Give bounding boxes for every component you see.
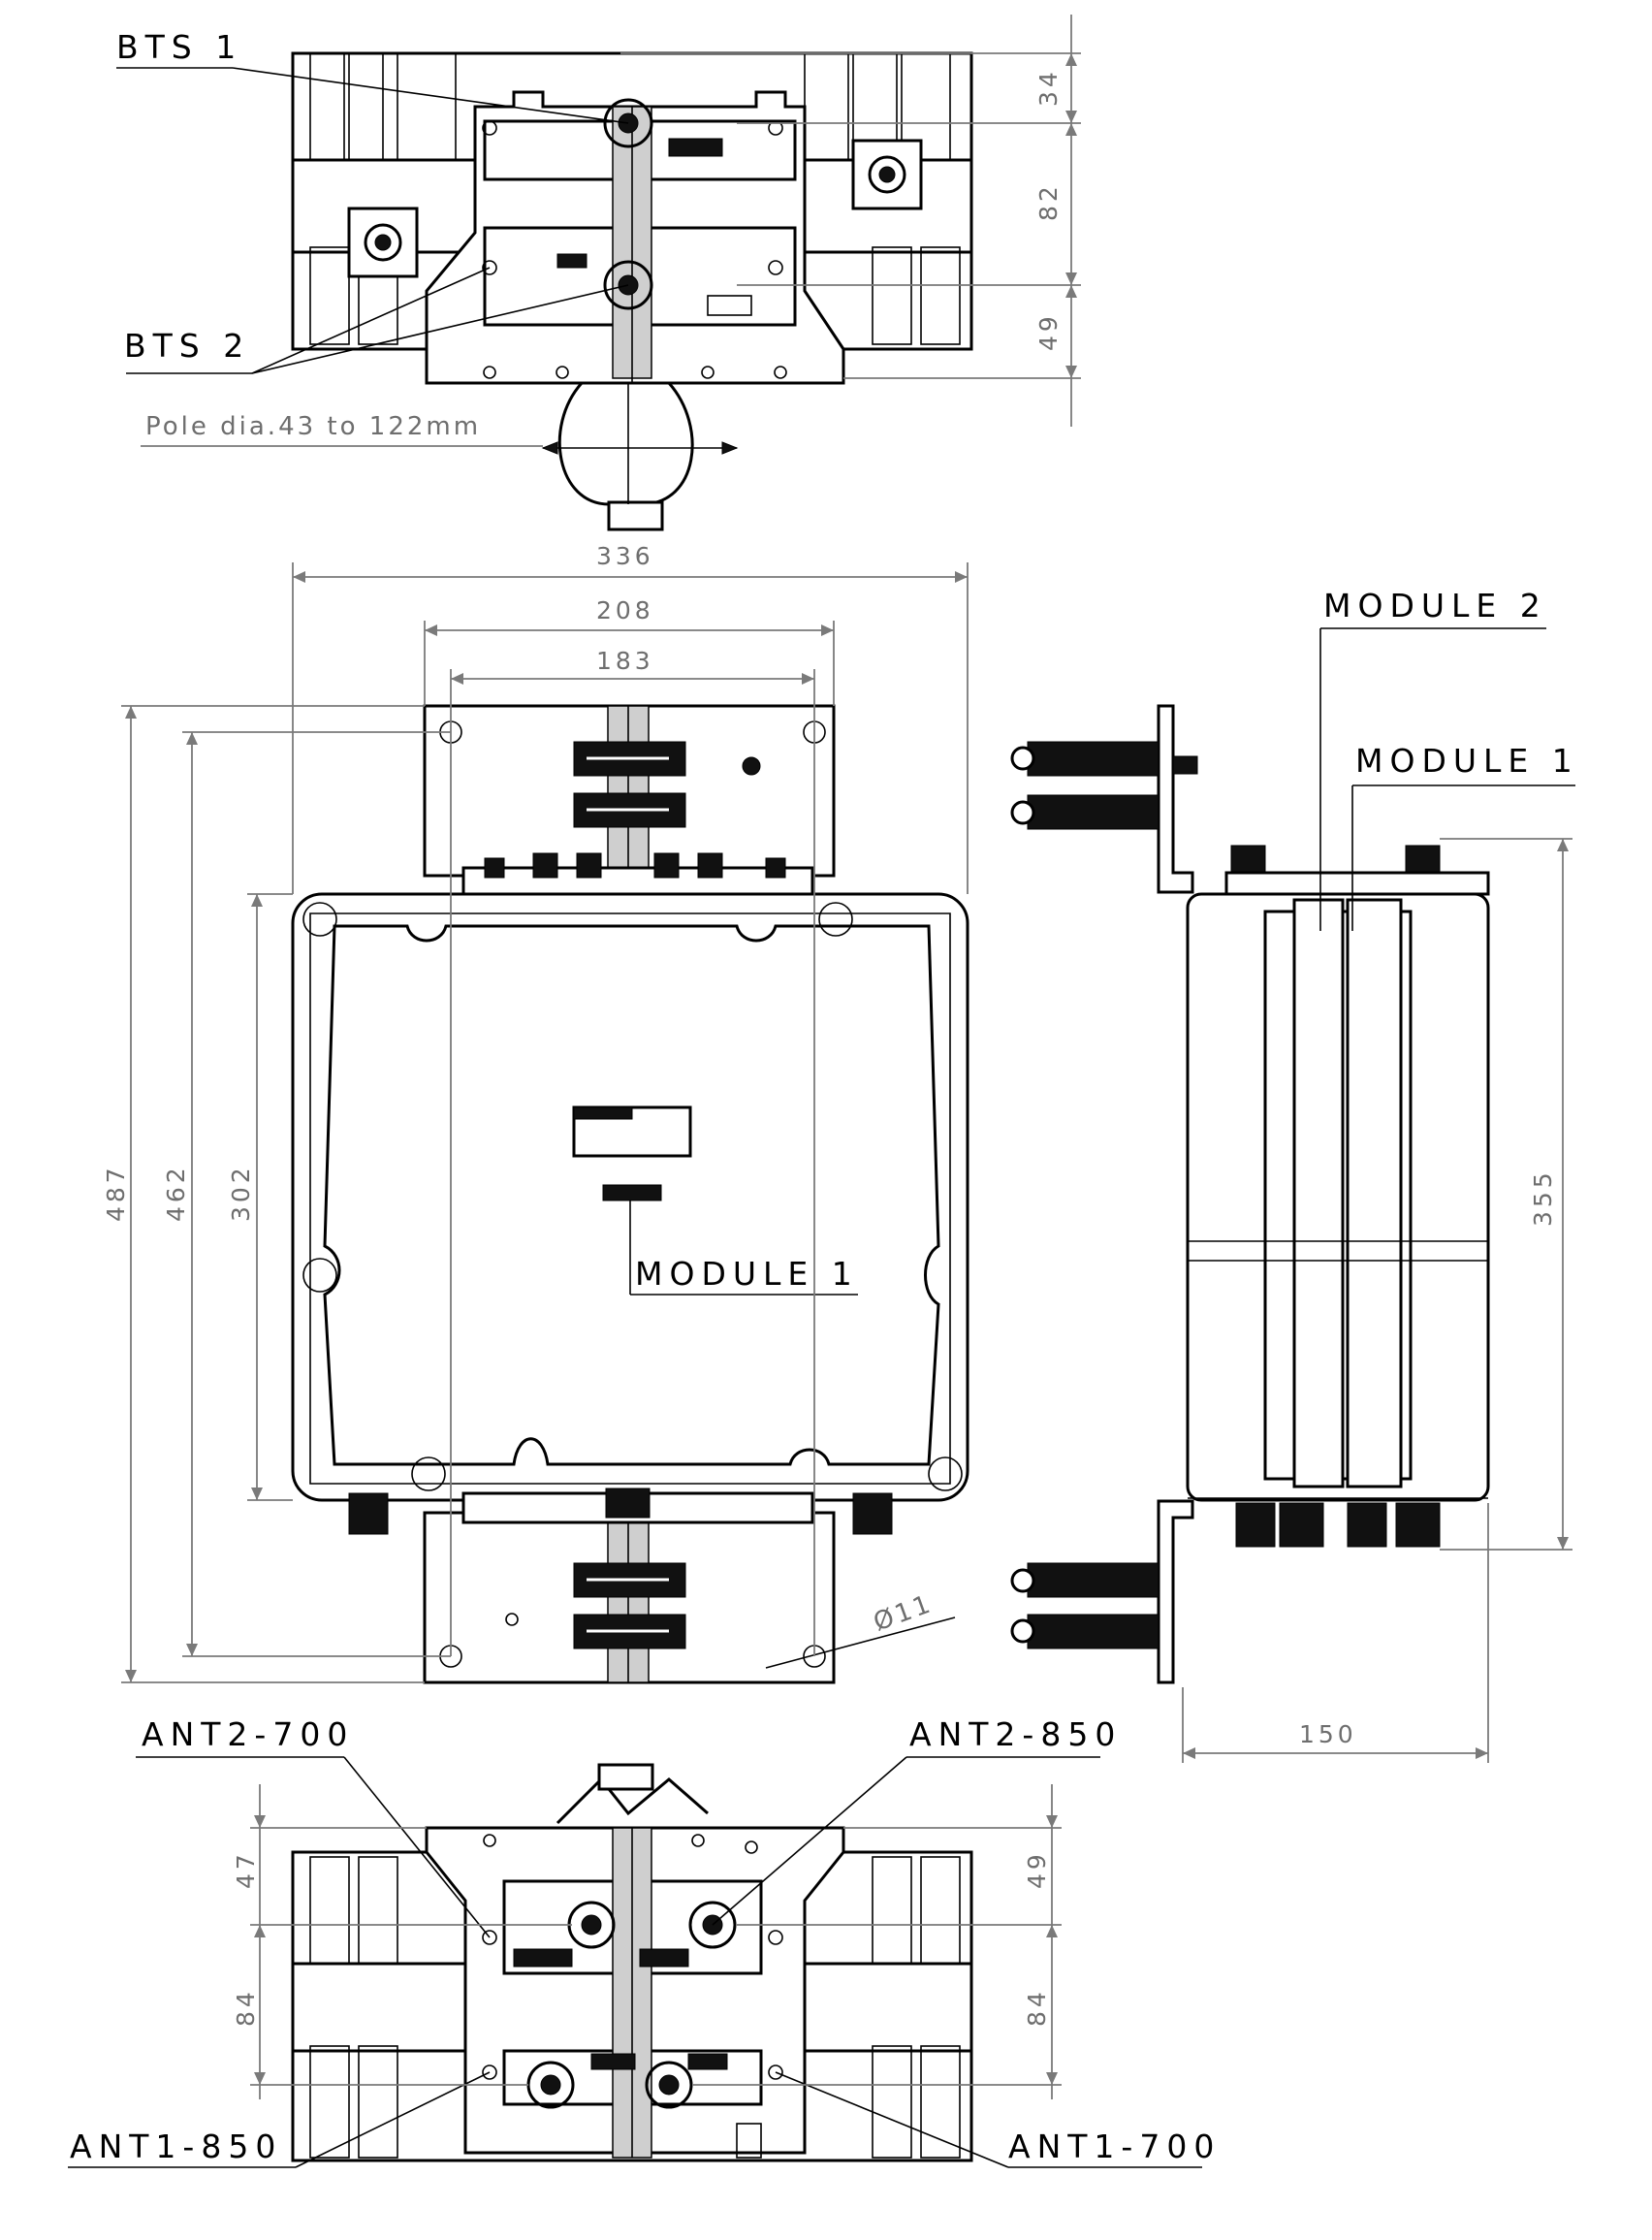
front-view: Ø11: [291, 704, 969, 1684]
top-view: [291, 51, 973, 531]
dim-336-text: 336: [596, 542, 654, 570]
ant-leaders: [68, 1756, 1202, 2168]
bottom-view: [291, 1763, 973, 2162]
ant2-850-label: ANT2-850: [909, 1715, 1122, 1753]
ant1-850-label: ANT1-850: [70, 2128, 282, 2165]
dim-84-right-text: 84: [1023, 1988, 1051, 2027]
dim-84-left-text: 84: [232, 1988, 260, 2027]
dim-49-bottom-text: 49: [1023, 1850, 1051, 1889]
side-view: [1010, 627, 1575, 1684]
dim-82-text: 82: [1034, 182, 1063, 221]
bts2-label: BTS 2: [124, 327, 250, 365]
side-dimensions: [1182, 838, 1573, 1763]
ant1-700-label: ANT1-700: [1008, 2128, 1221, 2165]
bts-leaders: [116, 67, 629, 374]
dim-47-text: 47: [232, 1850, 260, 1889]
dim-183-text: 183: [596, 647, 654, 675]
dim-462-text: 462: [162, 1164, 190, 1222]
dim-487-text: 487: [102, 1164, 130, 1222]
dim-302-text: 302: [227, 1164, 255, 1222]
dim-34-text: 34: [1034, 68, 1063, 107]
module1-front-label: MODULE 1: [635, 1255, 859, 1293]
dim-49-top-text: 49: [1034, 312, 1063, 351]
dim-355-text: 355: [1529, 1168, 1557, 1227]
bottom-dimensions: [250, 1784, 1062, 2099]
pole-diameter-note: Pole dia.43 to 122mm: [145, 412, 481, 441]
module2-side-label: MODULE 2: [1323, 587, 1547, 624]
bts1-label: BTS 1: [116, 28, 242, 66]
top-dimension-chain: [620, 15, 1081, 427]
front-dimensions: [121, 562, 969, 1683]
hole-diameter-label: Ø11: [870, 1589, 937, 1638]
dim-208-text: 208: [596, 596, 654, 624]
module1-side-label: MODULE 1: [1355, 742, 1579, 780]
dim-150-text: 150: [1299, 1720, 1357, 1748]
ant2-700-label: ANT2-700: [142, 1715, 354, 1753]
